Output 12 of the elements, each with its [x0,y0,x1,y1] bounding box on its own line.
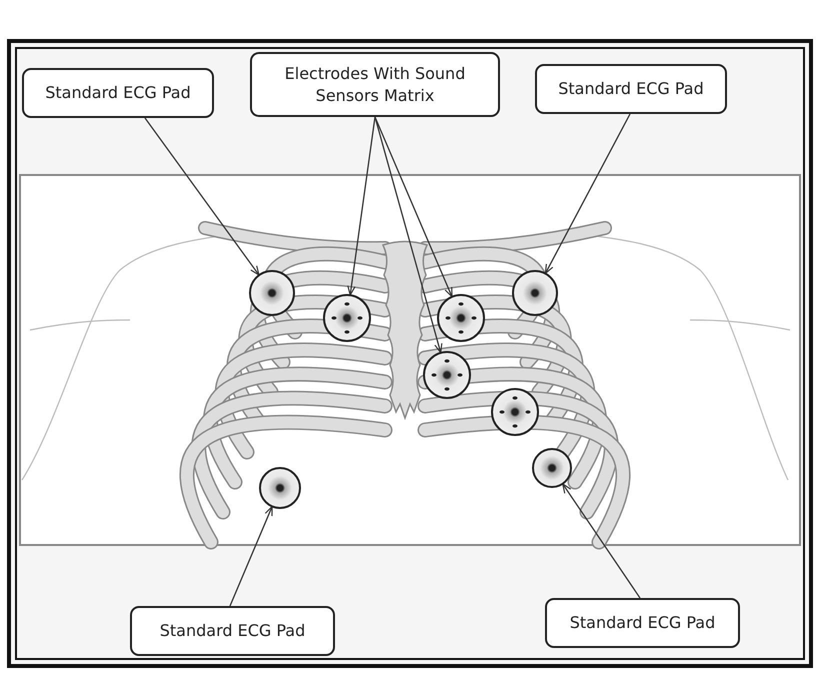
leader-arrow [347,116,376,296]
callout-label: Standard ECG Pad [22,68,214,118]
leader-arrow [374,116,453,298]
leader-arrow [562,483,641,598]
leader-arrow [229,506,273,606]
callout-label: Standard ECG Pad [535,64,727,114]
callout-label: Standard ECG Pad [545,598,740,648]
leader-arrow [144,118,260,276]
callout-label: Electrodes With Sound Sensors Matrix [250,52,500,117]
callout-label: Standard ECG Pad [130,606,335,656]
leader-arrow [374,116,442,354]
leader-arrow [544,114,631,274]
